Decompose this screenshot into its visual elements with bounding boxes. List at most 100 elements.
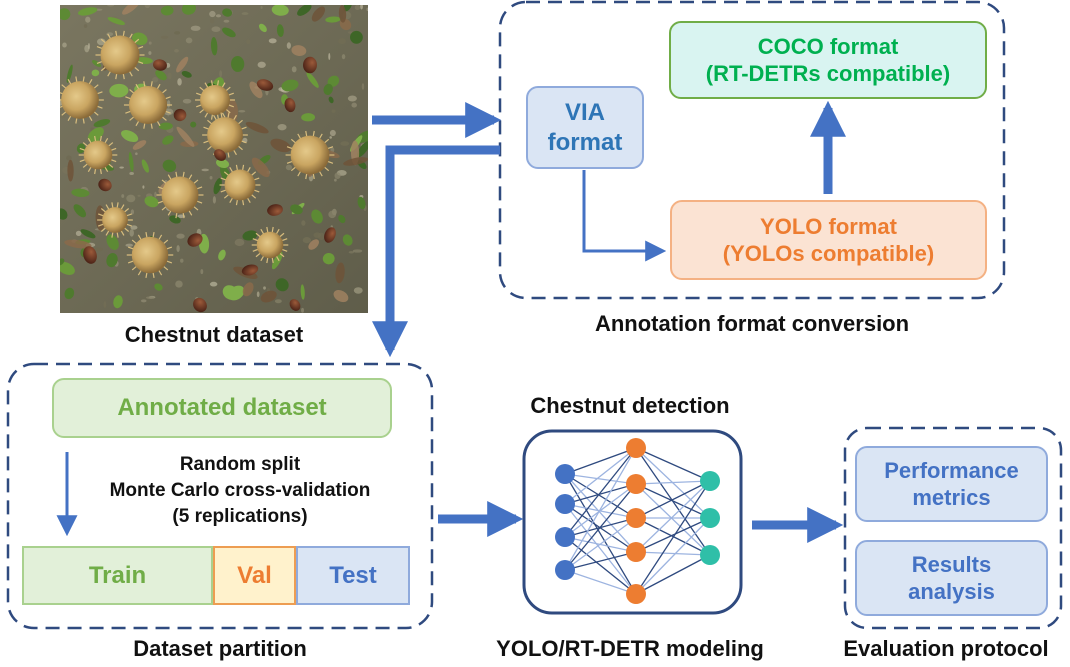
soil-speck xyxy=(142,185,145,189)
soil-speck xyxy=(237,207,244,210)
nn-node-layer-2 xyxy=(626,438,646,458)
soil-speck xyxy=(134,126,141,131)
soil-speck xyxy=(313,232,321,238)
grass-blade xyxy=(342,234,353,246)
grass-blade xyxy=(162,159,177,173)
grass-blade xyxy=(357,196,366,210)
grass-blade xyxy=(218,249,226,261)
chestnut-burr xyxy=(123,81,173,129)
chestnut-burr xyxy=(126,232,174,278)
soil-speck xyxy=(176,245,180,252)
grass-blade xyxy=(222,8,233,17)
soil-speck xyxy=(130,209,135,215)
soil-speck xyxy=(201,168,209,172)
chestnut-burr xyxy=(156,171,204,219)
soil-speck xyxy=(62,42,67,48)
soil-speck xyxy=(140,299,147,303)
nn-connection xyxy=(564,447,637,505)
chestnut-nut xyxy=(173,108,187,122)
neural-network-icon xyxy=(522,429,743,615)
dry-leaf xyxy=(176,56,189,73)
grass-blade xyxy=(77,7,98,16)
nn-connection xyxy=(564,473,637,485)
soil-speck xyxy=(340,141,350,146)
grass-blade xyxy=(281,79,299,92)
chestnut-burr xyxy=(195,80,235,120)
soil-speck xyxy=(175,280,183,288)
grass-blade xyxy=(210,36,218,56)
nn-node-layer-2 xyxy=(626,474,646,494)
nn-connection xyxy=(635,517,711,595)
soil-speck xyxy=(234,238,245,247)
split-line-1: Random split xyxy=(179,454,301,475)
nn-connection xyxy=(635,483,711,519)
soil-speck xyxy=(285,164,293,171)
dry-leaf xyxy=(67,159,74,182)
arrow-annotation-to-partition xyxy=(372,145,500,358)
chestnut-nut xyxy=(83,246,97,264)
soil-speck xyxy=(103,104,107,109)
chestnut-burr xyxy=(219,164,261,206)
dry-leaf xyxy=(270,138,291,153)
grass-blade xyxy=(271,5,289,16)
soil-speck xyxy=(256,291,260,298)
grass-blade xyxy=(60,258,65,266)
grass-blade xyxy=(181,5,196,15)
chestnut-detection-caption: Chestnut detection xyxy=(530,393,730,418)
soil-speck xyxy=(347,95,357,102)
dry-leaf xyxy=(64,239,92,249)
nn-connection xyxy=(635,480,711,519)
chestnut-nut xyxy=(214,149,226,161)
grass-blade xyxy=(93,119,111,128)
evaluation-protocol-caption: Evaluation protocol xyxy=(843,636,1049,661)
nn-connection xyxy=(635,554,711,595)
chestnut-photo xyxy=(60,5,368,313)
nn-node-layer-1 xyxy=(555,464,575,484)
annotated-dataset-label: Annotated dataset xyxy=(117,394,327,421)
soil-speck xyxy=(154,191,157,198)
nn-connection xyxy=(564,551,637,571)
soil-speck xyxy=(148,41,152,45)
grass-blade xyxy=(276,24,284,38)
dry-leaf xyxy=(251,157,270,178)
soil-speck xyxy=(152,77,159,83)
dry-leaf xyxy=(249,81,263,99)
grass-blade xyxy=(356,141,368,158)
soil-speck xyxy=(223,19,230,23)
chestnut-nut xyxy=(303,56,317,74)
via-format-line2: format xyxy=(547,128,623,156)
soil-speck xyxy=(268,38,277,44)
chestnut-nut xyxy=(241,264,259,276)
yolo-format-box: YOLO format (YOLOs compatible) xyxy=(670,200,987,280)
grass-blade xyxy=(350,30,363,44)
split-description: Random split Monte Carlo cross-validatio… xyxy=(70,452,410,530)
soil-speck xyxy=(209,281,218,287)
soil-speck xyxy=(286,42,291,49)
nn-node-layer-1 xyxy=(555,527,575,547)
nn-connection xyxy=(635,551,711,556)
soil-speck xyxy=(328,210,337,219)
soil-speck xyxy=(334,178,337,182)
grass-blade xyxy=(300,284,305,300)
coco-format-line1: COCO format xyxy=(757,33,899,59)
soil-speck xyxy=(302,237,312,244)
annotated-dataset-box: Annotated dataset xyxy=(52,378,392,438)
soil-speck xyxy=(176,233,185,239)
soil-speck xyxy=(60,113,66,119)
soil-speck xyxy=(180,258,184,263)
grass-blade xyxy=(323,83,333,95)
chestnut-nut xyxy=(193,297,207,313)
nn-connection xyxy=(564,503,637,595)
dry-leaf xyxy=(311,6,326,22)
soil-speck xyxy=(366,7,368,12)
soil-speck xyxy=(351,102,357,108)
nn-node-layer-1 xyxy=(555,494,575,514)
soil-speck xyxy=(219,70,223,78)
soil-speck xyxy=(260,5,263,9)
chestnut-nut xyxy=(284,97,296,113)
val-segment: Val xyxy=(213,546,296,605)
nn-connection xyxy=(564,483,637,571)
soil-speck xyxy=(212,196,216,204)
soil-speck xyxy=(241,12,249,16)
nn-node-layer-2 xyxy=(626,542,646,562)
